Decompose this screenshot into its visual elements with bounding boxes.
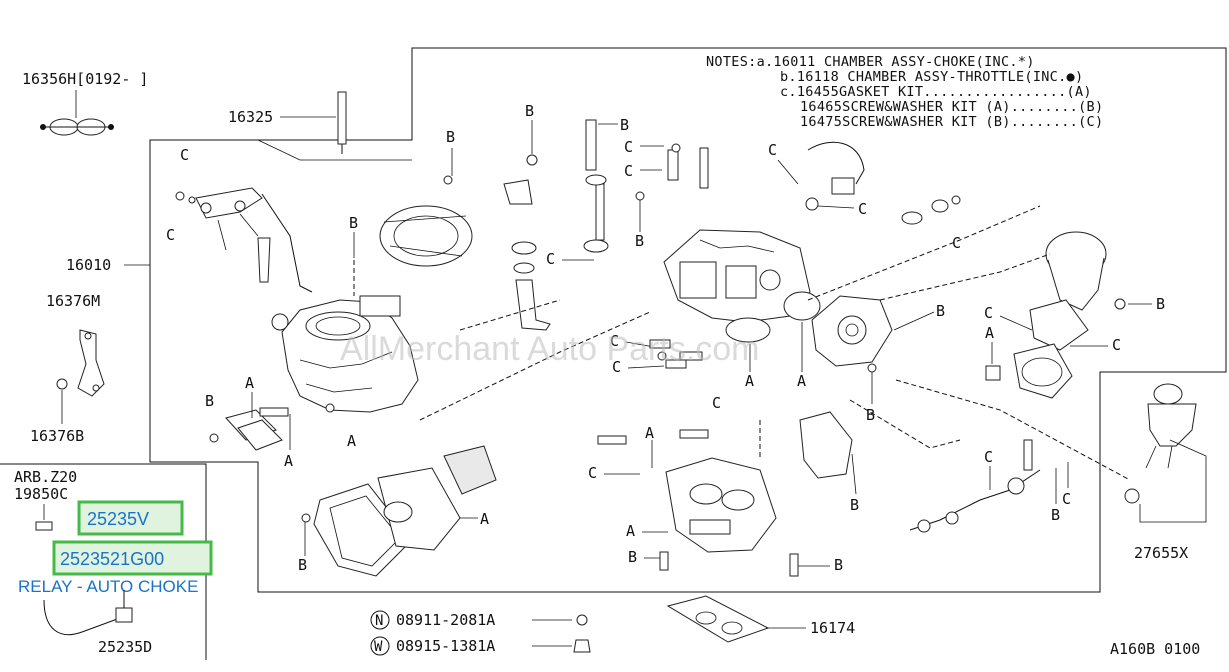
throttle-chamber[interactable]	[811, 295, 893, 367]
part-label-16376m[interactable]: 16376M	[46, 292, 100, 310]
ref-a-4: A	[480, 510, 489, 528]
throttle-body-lower[interactable]	[665, 457, 777, 553]
ref-c-14: C	[588, 464, 597, 482]
ref-c-6: C	[768, 141, 777, 159]
screw-legend-n[interactable]: N 08911-2081A	[370, 610, 588, 630]
small-clips-right[interactable]	[901, 195, 961, 225]
ref-b-14: B	[1051, 506, 1060, 524]
ref-a-5: A	[745, 372, 754, 390]
throttle-linkage-right[interactable]	[799, 411, 1041, 533]
ref-c-12: C	[984, 304, 993, 322]
ref-b-2: B	[446, 128, 455, 146]
notes-line-3: c.16455GASKET KIT.................(A)	[780, 84, 1092, 100]
relay-auto-choke-callout[interactable]: RELAY - AUTO CHOKE	[18, 577, 198, 596]
ref-b-8: B	[936, 302, 945, 320]
float-chamber-lower-left[interactable]	[313, 445, 497, 577]
ref-a-9: A	[626, 522, 635, 540]
part-label-16376b[interactable]: 16376B	[30, 427, 84, 445]
part-16376m-shape[interactable]	[77, 329, 105, 397]
arb-label: ARB.Z20	[14, 468, 77, 486]
ref-b-9: B	[1156, 295, 1165, 313]
carburetor-body-center[interactable]	[663, 229, 821, 343]
notes-line-2: b.16118 CHAMBER ASSY-THROTTLE(INC.●)	[780, 69, 1083, 85]
part-16325-shape[interactable]	[337, 91, 347, 154]
ref-c-4: C	[624, 162, 633, 180]
ref-b-1: B	[349, 214, 358, 232]
bolt-symbol-w: W	[374, 639, 383, 655]
part-label-16174[interactable]: 16174	[810, 619, 855, 637]
ref-b-10: B	[628, 548, 637, 566]
part-label-25235v[interactable]: 25235V	[87, 509, 149, 529]
bolt-symbol-n: N	[375, 613, 383, 629]
part-25235d-shape[interactable]	[43, 590, 133, 636]
diaphragm-chamber[interactable]	[1013, 231, 1107, 399]
ref-c-3: C	[624, 138, 633, 156]
part-label-25235d[interactable]: 25235D	[98, 638, 152, 656]
ref-c-5: C	[546, 250, 555, 268]
ref-a-7: A	[985, 324, 994, 342]
highlight-2523521g00[interactable]	[52, 540, 213, 576]
dashed-leaders	[419, 205, 1131, 481]
ref-c-9: C	[610, 332, 619, 350]
throttle-link-screws[interactable]	[597, 429, 799, 577]
choke-sensor-wire[interactable]	[805, 141, 865, 211]
part-27655x-shape[interactable]	[1124, 383, 1197, 504]
choke-linkage-parts[interactable]	[175, 187, 313, 293]
part-16356h-shape[interactable]	[40, 118, 114, 136]
part-label-16325[interactable]: 16325	[228, 108, 273, 126]
arb-group-box	[0, 463, 207, 660]
ref-b-3: B	[205, 392, 214, 410]
ref-c-7: C	[858, 200, 867, 218]
part-label-08911[interactable]: 08911-2081A	[396, 611, 495, 629]
ref-b-7: B	[635, 232, 644, 250]
part-16174-shape[interactable]	[666, 595, 770, 643]
part-label-16010[interactable]: 16010	[66, 256, 111, 274]
ref-a-3: A	[347, 432, 356, 450]
ref-c-10: C	[612, 358, 621, 376]
ref-c-2: C	[166, 226, 175, 244]
screw-legend-w[interactable]: W 08915-1381A	[370, 636, 591, 656]
highlight-25235v[interactable]	[77, 500, 184, 536]
notes-line-1: NOTES:a.16011 CHAMBER ASSY-CHOKE(INC.*)	[706, 54, 1035, 70]
ref-b-12: B	[866, 406, 875, 424]
ref-c-8: C	[952, 234, 961, 252]
diagram-code: A160B 0100	[1110, 640, 1200, 658]
part-label-27655x[interactable]: 27655X	[1134, 544, 1188, 562]
ref-c-15: C	[984, 448, 993, 466]
ref-b-5: B	[525, 102, 534, 120]
notes-line-4: 16465SCREW&WASHER KIT (A)........(B)	[800, 99, 1103, 115]
part-label-08915[interactable]: 08915-1381A	[396, 637, 495, 655]
ref-c-13: C	[1112, 336, 1121, 354]
ref-a-6: A	[797, 372, 806, 390]
center-jets-and-needles[interactable]	[503, 119, 709, 331]
notes-line-5: 16475SCREW&WASHER KIT (B)........(C)	[800, 114, 1103, 130]
part-label-2523521g00[interactable]: 2523521G00	[60, 549, 164, 569]
watermark: AllMerchant Auto Parts.com	[340, 330, 760, 368]
ref-c-1: C	[180, 146, 189, 164]
air-horn-assembly[interactable]	[379, 205, 473, 267]
ref-c-11: C	[712, 394, 721, 412]
assembly-outline	[149, 47, 1227, 593]
idle-screws[interactable]	[649, 339, 703, 369]
ref-b-6: B	[620, 116, 629, 134]
ref-b-4: B	[298, 556, 307, 574]
gasket-stack-left[interactable]	[209, 407, 289, 451]
ref-b-13: B	[850, 496, 859, 514]
ref-b-11: B	[834, 556, 843, 574]
ref-a-1: A	[245, 374, 254, 392]
ref-a-8: A	[645, 424, 654, 442]
part-label-19850c[interactable]: 19850C	[14, 485, 68, 503]
carburetor-body-left[interactable]	[271, 295, 419, 413]
ref-a-2: A	[284, 452, 293, 470]
ref-c-16: C	[1062, 490, 1071, 508]
part-label-16356h[interactable]: 16356H[0192- ]	[22, 70, 148, 88]
